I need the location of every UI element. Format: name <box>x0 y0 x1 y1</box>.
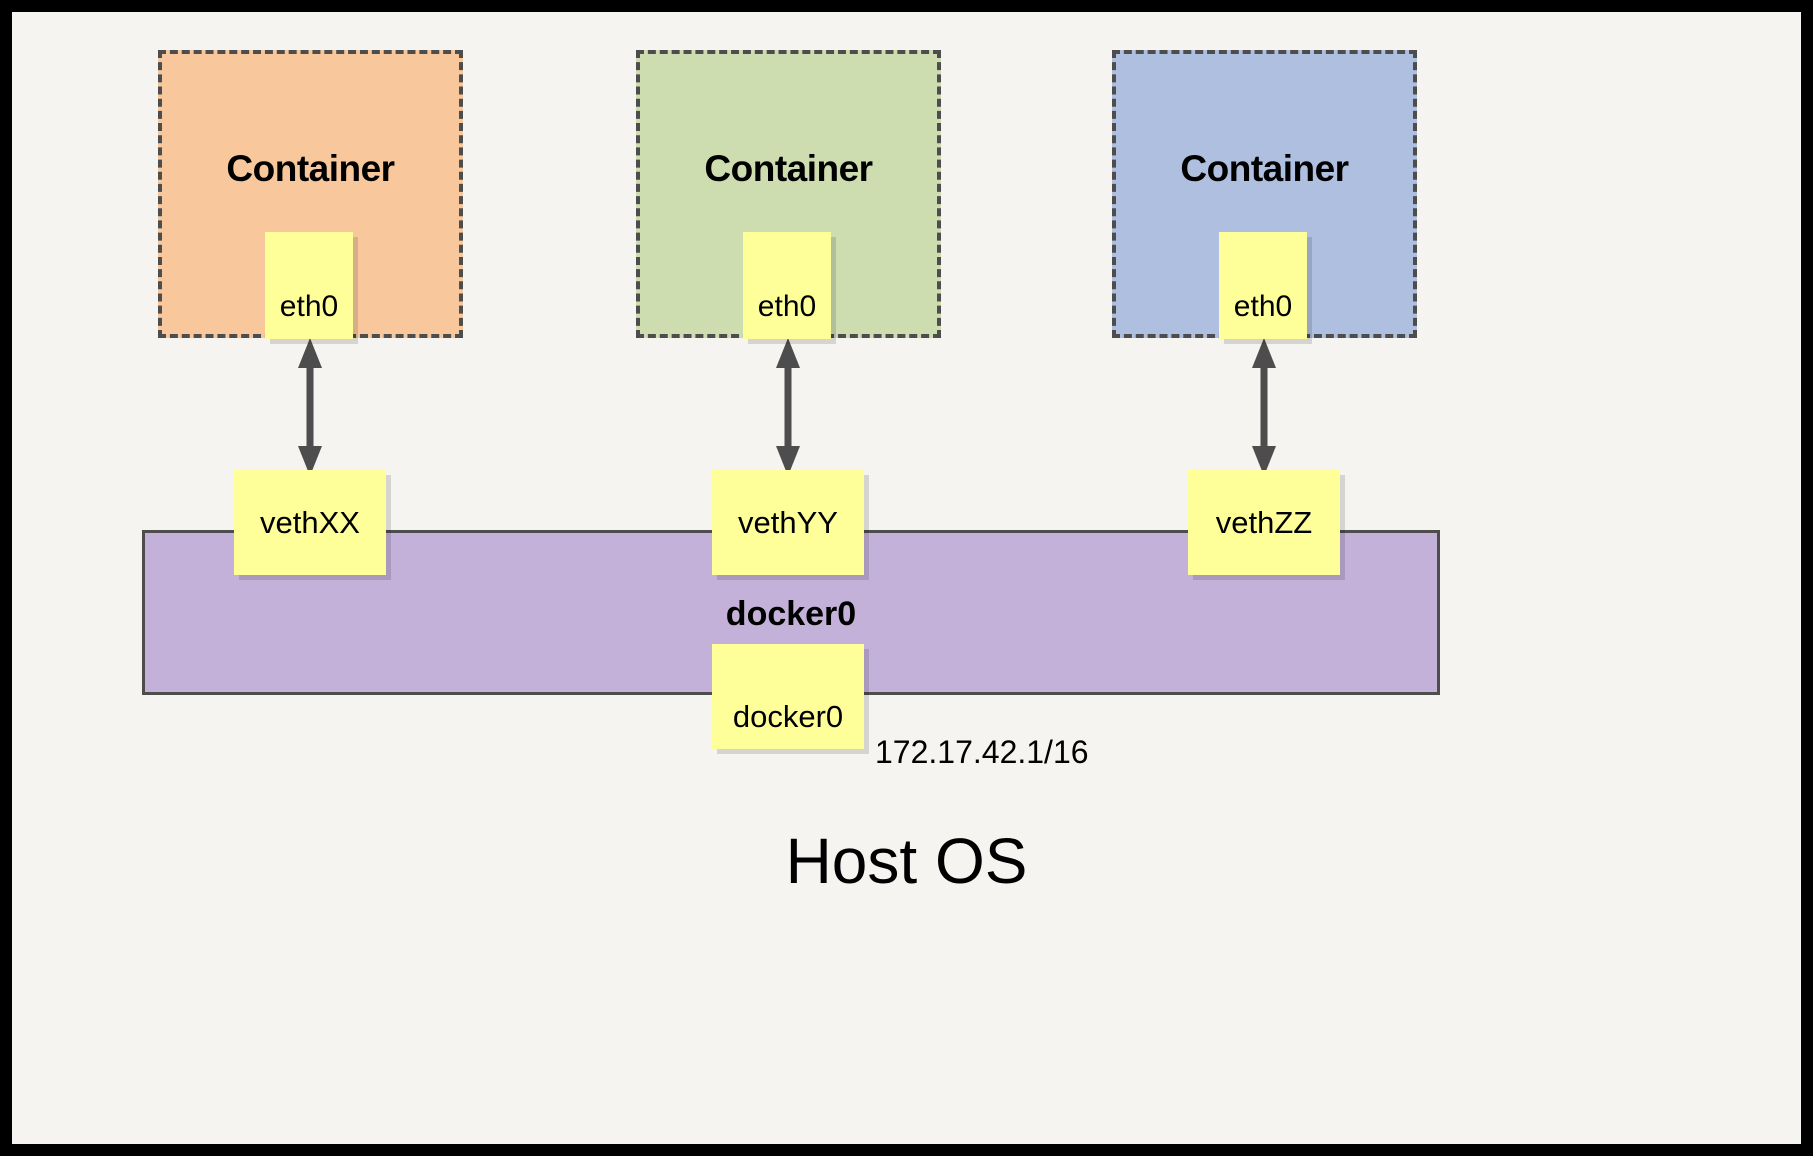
veth-label-3: vethZZ <box>1215 504 1313 540</box>
host-os-label: Host OS <box>785 825 1028 897</box>
container-eth0-2: eth0 <box>743 232 831 339</box>
container-eth0-1: eth0 <box>265 232 353 339</box>
docker0-bridge-label: docker0 <box>725 595 857 633</box>
docker0-ip-label: 172.17.42.1/16 <box>875 734 1089 770</box>
veth-box-3: vethZZ <box>1188 470 1340 575</box>
container-title-1: Container <box>226 148 395 189</box>
veth-label-2: vethYY <box>738 504 838 540</box>
veth-box-1: vethXX <box>234 470 386 575</box>
docker0-interface-label: docker0 <box>732 698 844 734</box>
container-eth0-label-3: eth0 <box>1233 289 1293 323</box>
container-title-3: Container <box>1180 148 1349 189</box>
veth-box-2: vethYY <box>712 470 864 575</box>
container-eth0-label-1: eth0 <box>279 289 339 323</box>
double-headed-arrow-icon-2 <box>775 338 801 476</box>
container-eth0-label-2: eth0 <box>757 289 817 323</box>
double-headed-arrow-icon-3 <box>1251 338 1277 476</box>
container-eth0-3: eth0 <box>1219 232 1307 339</box>
docker0-interface-box: docker0 <box>712 644 864 749</box>
veth-label-1: vethXX <box>260 504 360 540</box>
diagram-canvas: Container eth0 Container eth0 Container … <box>12 12 1801 1144</box>
double-headed-arrow-icon-1 <box>297 338 323 476</box>
container-title-2: Container <box>704 148 873 189</box>
